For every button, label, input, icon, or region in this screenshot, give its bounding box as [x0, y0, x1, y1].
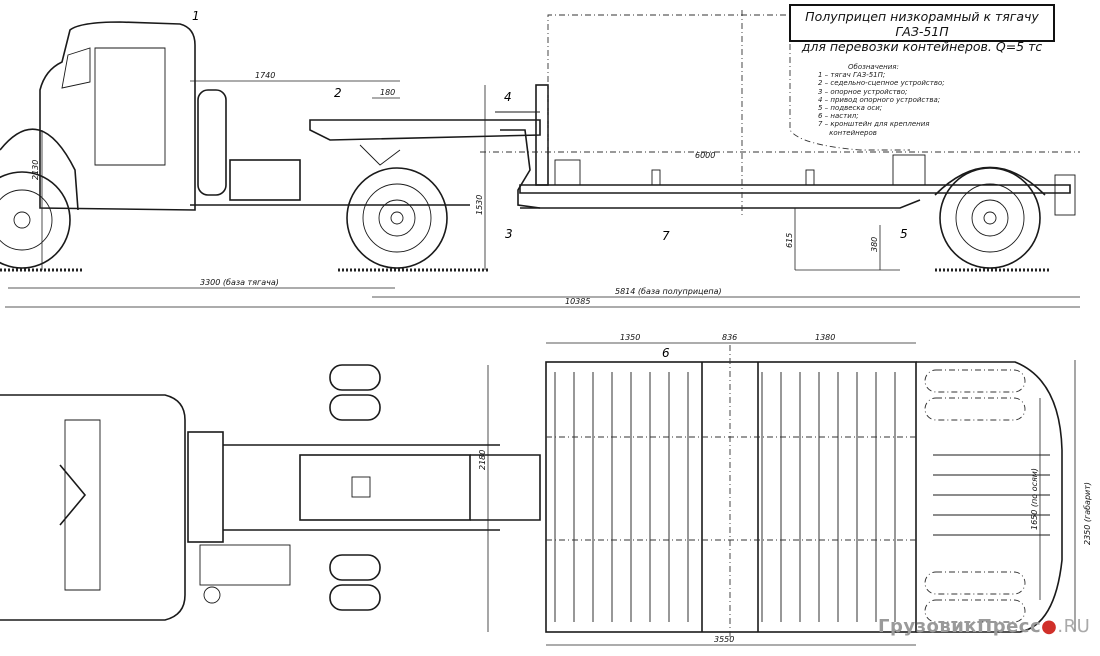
tractor-cab: [39, 21, 196, 211]
plan-dimension-lines: [487, 342, 1076, 646]
watermark: ГрузовикПресс●.RU: [878, 616, 1090, 637]
dim-180: 180: [380, 88, 395, 97]
dim-2180: 2180: [478, 450, 487, 470]
tractor-front-wheel: [0, 171, 71, 269]
trailer-fender: [934, 166, 1046, 196]
tractor-cab-plan: [0, 394, 186, 621]
gooseneck-plan: [299, 454, 471, 521]
legend-heading: Обозначения:: [848, 63, 899, 71]
dim-380: 380: [870, 237, 879, 252]
cab-emblem: [59, 464, 87, 526]
callout-5: 5: [900, 227, 908, 241]
legend-item: 3 – опорное устройство;: [818, 87, 908, 96]
trailer-platform: [545, 361, 917, 633]
legend-item: 1 – тягач ГАЗ-51П;: [818, 71, 886, 80]
legend-item: 5 – подвеска оси;: [818, 104, 883, 113]
legend-item: 6 – настил;: [818, 112, 859, 121]
watermark-dot-icon: ●: [1041, 616, 1058, 637]
title-line-1: Полуприцеп низкорамный к тягачу ГАЗ-51П: [805, 9, 1039, 39]
callout-4: 4: [504, 90, 512, 104]
drawing-title: Полуприцеп низкорамный к тягачу ГАЗ-51П …: [789, 4, 1055, 54]
callout-3: 3: [505, 227, 513, 241]
side-dimension-lines: [5, 80, 1080, 308]
dim-1650: 1650 (по осям): [1030, 468, 1039, 530]
trailer-wheel: [939, 167, 1041, 269]
air-filter: [197, 89, 227, 196]
cab-window: [61, 47, 91, 89]
dim-6000: 6000: [695, 151, 715, 160]
callout-1: 1: [192, 9, 200, 23]
kingpin: [351, 476, 371, 498]
legend: Обозначения: 1 – тягач ГАЗ-51П; 2 – седе…: [818, 63, 945, 137]
dim-1380: 1380: [815, 333, 835, 342]
watermark-tld: .RU: [1057, 616, 1091, 637]
gooseneck: [309, 119, 541, 141]
dim-10385: 10385: [565, 297, 590, 306]
plan-view: [0, 342, 1076, 646]
tractor-rear-wheel: [346, 167, 448, 269]
rear-crossmembers: [933, 454, 1050, 536]
legend-item: 4 – привод опорного устройства;: [818, 95, 941, 104]
dimension-labels: 1740 180 3300 (база тягача) 5814 (база п…: [31, 71, 1092, 644]
cab-door: [94, 47, 166, 166]
dim-2350: 2350 (габарит): [1083, 482, 1092, 545]
dim-1530: 1530: [475, 195, 484, 215]
trailer-rear-plan: [916, 361, 1063, 633]
callout-6: 6: [662, 346, 670, 360]
fifth-wheel: [359, 144, 401, 166]
radiator-plan: [187, 431, 224, 543]
dim-836: 836: [722, 333, 737, 342]
legend-item: 7 – кронштейн для крепления: [818, 120, 930, 129]
side-view: [0, 10, 1080, 308]
dim-3300: 3300 (база тягача): [200, 278, 279, 287]
legend-item: контейнеров: [818, 128, 877, 137]
dim-5814: 5814 (база полуприцепа): [615, 287, 722, 296]
title-line-2: для перевозки контейнеров. Q=5 тс: [801, 39, 1043, 54]
deck-slats: [554, 372, 896, 622]
trailer-deck: [519, 184, 1071, 194]
fuel-tank: [229, 159, 301, 201]
dim-2130: 2130: [31, 160, 40, 180]
callout-numbers: 1 2 3 4 5 6 7: [192, 9, 908, 360]
dim-3550: 3550: [714, 635, 734, 644]
legend-item: 2 – седельно-сцепное устройство;: [818, 79, 945, 88]
trailer-dual-wheels: [924, 369, 1026, 623]
watermark-name: ГрузовикПресс: [878, 616, 1042, 637]
tractor-dual-wheels: [329, 364, 381, 611]
dim-1350: 1350: [620, 333, 640, 342]
callout-7: 7: [662, 229, 670, 243]
container-outline: [547, 14, 910, 160]
callout-2: 2: [334, 86, 342, 100]
dim-615: 615: [785, 233, 794, 248]
dim-1740: 1740: [255, 71, 275, 80]
